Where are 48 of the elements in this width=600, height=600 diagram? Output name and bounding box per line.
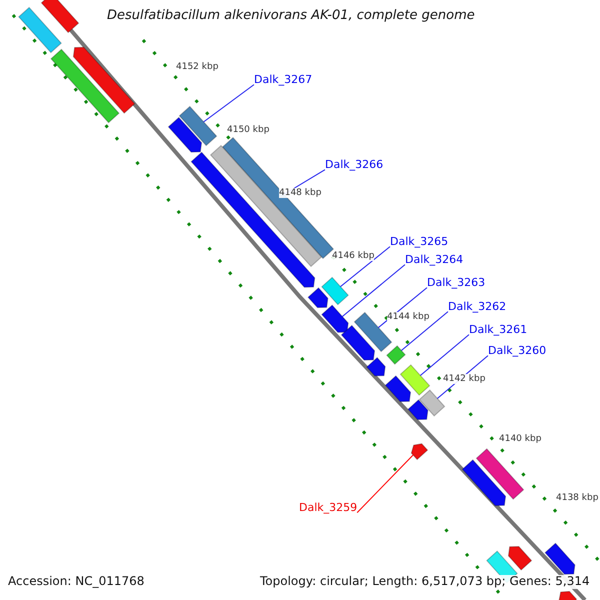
scale-label: 4138 kbp: [556, 493, 598, 504]
scale-label: 4140 kbp: [499, 434, 542, 444]
leader-line: [420, 334, 470, 376]
gene-label: Dalk_3266: [325, 159, 384, 172]
genome-info-text: Topology: circular; Length: 6,517,073 bp; Genes: 5,314: [260, 575, 590, 589]
scale-label: 4150 kbp: [227, 125, 270, 136]
gene-label: Dalk_3264: [405, 254, 464, 267]
leader-line: [342, 264, 406, 318]
gene-bar: [384, 375, 412, 402]
gene-bar: [307, 287, 328, 308]
gene-bar: [18, 6, 62, 54]
leader-line: [356, 454, 414, 514]
leader-line: [400, 311, 448, 352]
map-title: Desulfatibacillum alkenivorans AK-01, complete genome: [107, 9, 475, 24]
scale-label: 4148 kbp: [279, 188, 322, 198]
gene-bar: [407, 399, 428, 420]
gene-bar: [462, 459, 506, 506]
accession-text: Accession: NC_011768: [8, 575, 144, 589]
leader-line: [203, 84, 254, 122]
gene-label: Dalk_3259: [299, 502, 358, 515]
gene-bar: [210, 144, 322, 268]
gene-bar: [50, 48, 120, 124]
gene-bar: [508, 546, 532, 571]
gene-bar: [321, 304, 349, 333]
gene-bar: [410, 443, 428, 460]
gene-bar: [400, 364, 430, 396]
gene-label: Dalk_3267: [254, 74, 312, 87]
gene-bar: [72, 46, 136, 114]
gene-bar: [168, 116, 202, 153]
gene-label: Dalk_3260: [488, 345, 546, 358]
gene-bar: [321, 276, 349, 306]
gene-label: Dalk_3262: [448, 301, 506, 314]
gene-bar: [366, 356, 386, 376]
gene-bar: [476, 448, 524, 500]
gene-bar: [418, 389, 446, 417]
gene-bar: [386, 345, 406, 365]
gene-bar: [544, 542, 576, 575]
gene-label: Dalk_3265: [390, 236, 448, 249]
gene-label: Dalk_3263: [427, 277, 486, 290]
gene-bar: [340, 324, 376, 361]
scale-label: 4142 kbp: [443, 374, 486, 384]
gene-bar: [40, 0, 80, 34]
leader-line: [340, 246, 390, 288]
gene-label: Dalk_3261: [469, 324, 528, 337]
scale-label: 4152 kbp: [176, 62, 218, 72]
scale-label: 4146 kbp: [332, 251, 374, 262]
scale-label: 4144 kbp: [387, 312, 430, 322]
gene-bar: [178, 106, 218, 146]
